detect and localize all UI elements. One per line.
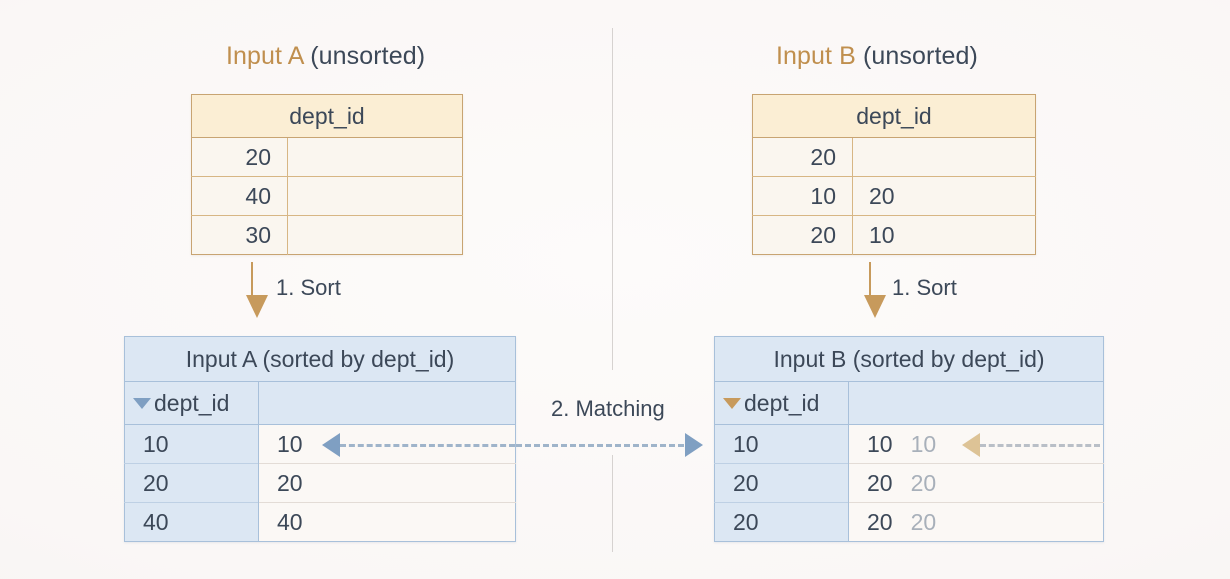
cell-key: 10 <box>124 424 259 464</box>
arrow-shaft <box>251 262 253 298</box>
middle-match-pointer-icon <box>685 433 703 457</box>
input-b-unsorted-title-name: Input B <box>776 42 856 70</box>
arrow-head <box>246 295 268 318</box>
section-divider-bottom <box>612 455 613 552</box>
matching-label: 2. Matching <box>551 396 665 421</box>
column-header-label: dept_id <box>154 389 230 416</box>
cell-value-primary: 40 <box>277 508 303 535</box>
input-a-unsorted-table: dept_id 20 40 30 <box>191 94 463 255</box>
caret-down-icon <box>723 397 741 409</box>
input-b-sorted-table: Input B (sorted by dept_id) dept_id 10 1… <box>714 336 1104 542</box>
left-match-dashed-line <box>340 444 515 447</box>
right-match-pointer-icon <box>962 433 980 457</box>
input-b-sorted-title: Input B (sorted by dept_id) <box>714 336 1104 382</box>
cell-value-primary: 20 <box>867 508 893 535</box>
left-sort-label: 1. Sort <box>276 275 341 300</box>
cell-value-primary: 20 <box>867 469 893 496</box>
input-a-sorted-empty-header <box>258 381 516 425</box>
cell-key: 20 <box>714 463 849 503</box>
cell-value <box>852 137 1036 177</box>
cell-key: 40 <box>124 502 259 542</box>
cell-key: 10 <box>714 424 849 464</box>
cell-value-primary: 10 <box>867 430 893 457</box>
input-a-unsorted-title-paren: (unsorted) <box>310 42 426 70</box>
right-sort-label: 1. Sort <box>892 275 957 300</box>
table-row: 20 10 <box>752 215 1036 255</box>
table-row: 20 <box>191 137 463 177</box>
cell-value-primary: 10 <box>277 430 303 457</box>
table-row: 40 40 <box>124 502 516 542</box>
table-header-row: dept_id <box>752 94 1036 138</box>
cell-key: 20 <box>752 215 853 255</box>
input-a-sorted-table: Input A (sorted by dept_id) dept_id 10 1… <box>124 336 517 542</box>
cell-value-secondary: 20 <box>910 508 937 535</box>
cell-value-primary: 20 <box>277 469 303 496</box>
table-row: 20 <box>752 137 1036 177</box>
cell-value: 40 <box>258 502 516 542</box>
table-row: 40 <box>191 176 463 216</box>
table-row: 20 20 <box>124 463 516 503</box>
middle-match-dashed-line <box>516 444 684 447</box>
left-match-pointer-icon <box>322 433 340 457</box>
cell-value-secondary: 10 <box>910 430 937 457</box>
arrow-head <box>864 295 886 318</box>
cell-key: 20 <box>191 137 288 177</box>
table-row: 10 20 <box>752 176 1036 216</box>
cell-value <box>287 176 463 216</box>
column-header-label: dept_id <box>744 389 820 416</box>
cell-key: 30 <box>191 215 288 255</box>
table-row: 30 <box>191 215 463 255</box>
left-sort-arrow-icon <box>246 262 268 320</box>
table-header-row: dept_id <box>714 381 1104 425</box>
table-title-row: Input A (sorted by dept_id) <box>124 336 516 382</box>
cell-key: 40 <box>191 176 288 216</box>
cell-key: 20 <box>124 463 259 503</box>
input-b-sorted-empty-header <box>848 381 1104 425</box>
input-a-unsorted-column-header: dept_id <box>191 94 463 138</box>
section-divider-top <box>612 28 613 370</box>
caret-down-icon <box>133 397 151 409</box>
input-b-unsorted-column-header: dept_id <box>752 94 1036 138</box>
cell-value <box>287 215 463 255</box>
table-title-row: Input B (sorted by dept_id) <box>714 336 1104 382</box>
cell-value: 20 <box>258 463 516 503</box>
input-a-unsorted-title: Input A (unsorted) <box>226 42 425 71</box>
cell-value: 20 <box>852 176 1036 216</box>
input-a-unsorted-title-name: Input A <box>226 42 304 70</box>
table-header-row: dept_id <box>191 94 463 138</box>
cell-key: 20 <box>714 502 849 542</box>
table-header-row: dept_id <box>124 381 516 425</box>
cell-value <box>287 137 463 177</box>
input-b-unsorted-title: Input B (unsorted) <box>776 42 978 71</box>
input-b-sorted-column-header: dept_id <box>714 381 849 425</box>
input-b-unsorted-title-paren: (unsorted) <box>862 42 978 70</box>
cell-key: 10 <box>752 176 853 216</box>
input-b-unsorted-table: dept_id 20 10 20 20 10 <box>752 94 1036 255</box>
right-sort-arrow-icon <box>864 262 886 320</box>
input-a-sorted-title: Input A (sorted by dept_id) <box>124 336 516 382</box>
cell-key: 20 <box>752 137 853 177</box>
cell-value: 10 <box>852 215 1036 255</box>
right-match-dashed-line <box>980 444 1100 447</box>
arrow-shaft <box>869 262 871 298</box>
cell-value-secondary: 20 <box>910 469 937 496</box>
input-a-sorted-column-header: dept_id <box>124 381 259 425</box>
